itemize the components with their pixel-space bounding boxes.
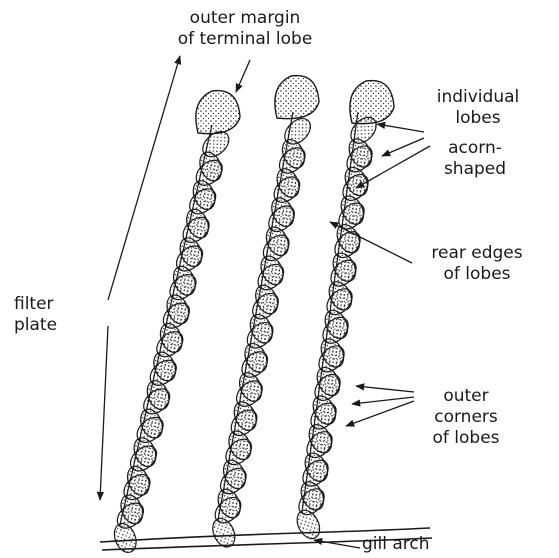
label-outer-margin: outer margin of terminal lobe [150, 8, 340, 50]
label-acorn-shaped: acorn- shaped [425, 138, 525, 180]
arrow-outer-corners-3 [346, 401, 414, 426]
arrow-filter-plate-top [108, 56, 180, 300]
terminal-lobe [350, 81, 394, 124]
filament-3 [293, 81, 394, 543]
filament-lobe [110, 520, 140, 555]
filament-lobe [293, 507, 324, 543]
arrow-outer-corners-1 [356, 386, 414, 392]
label-individual-lobes: individual lobes [418, 87, 538, 129]
label-outer-corners: outer corners of lobes [410, 386, 522, 449]
arrow-individual-lobes-1 [377, 124, 424, 132]
terminal-lobe [196, 91, 240, 134]
arrow-outer-corners-2 [352, 397, 414, 404]
label-rear-edges: rear edges of lobes [414, 243, 540, 285]
label-filter-plate: filter plate [14, 294, 84, 336]
arrow-outer-margin [236, 60, 250, 92]
label-gill-arch: gill arch [362, 534, 472, 555]
terminal-lobe [275, 76, 319, 119]
arrow-filter-plate-bottom [100, 326, 108, 500]
